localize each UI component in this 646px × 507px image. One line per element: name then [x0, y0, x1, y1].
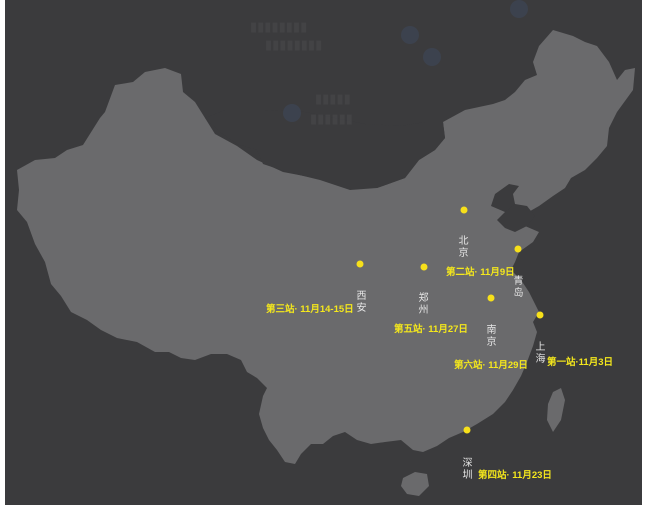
background-watermark: ▮▮▮▮▮▮: [310, 112, 353, 127]
background-watermark: ▮▮▮▮▮▮▮▮: [250, 20, 308, 35]
city-label-nanjing: 南京: [486, 325, 497, 348]
marker-zhengzhou[interactable]: [420, 263, 428, 271]
map-container: ▮▮▮▮▮▮▮▮ ▮▮▮▮▮▮▮▮ ▮▮▮▮▮ ▮▮▮▮▮▮ 北京 青岛 西安 …: [5, 0, 642, 505]
stop-label-5: 第五站· 11月27日: [394, 324, 468, 335]
background-watermark: ▮▮▮▮▮: [315, 92, 351, 107]
city-label-beijing: 北京: [458, 236, 469, 259]
marker-xian[interactable]: [356, 260, 364, 268]
marker-shenzhen[interactable]: [463, 426, 471, 434]
marker-nanjing[interactable]: [487, 294, 495, 302]
background-circle-icon: [401, 26, 419, 44]
marker-shanghai[interactable]: [536, 311, 544, 319]
background-circle-icon: [423, 48, 441, 66]
city-label-shanghai: 上海: [535, 342, 546, 365]
background-circle-icon: [510, 0, 528, 18]
marker-qingdao[interactable]: [514, 245, 522, 253]
city-label-zhengzhou: 郑州: [418, 293, 429, 316]
city-label-shenzhen: 深圳: [462, 458, 473, 481]
city-label-xian: 西安: [356, 291, 367, 314]
background-watermark: ▮▮▮▮▮▮▮▮: [265, 38, 323, 53]
stop-label-2: 第二站· 11月9日: [446, 267, 515, 278]
stop-label-3: 第三站· 11月14-15日: [266, 304, 354, 315]
city-label-qingdao: 青岛: [513, 276, 524, 299]
marker-beijing[interactable]: [460, 206, 468, 214]
background-circle-icon: [283, 104, 301, 122]
stop-label-6: 第六站· 11月29日: [454, 360, 528, 371]
stop-label-4: 第四站· 11月23日: [478, 470, 552, 481]
stop-label-1: 第一站·11月3日: [547, 357, 613, 368]
china-map-shape: [17, 30, 635, 496]
